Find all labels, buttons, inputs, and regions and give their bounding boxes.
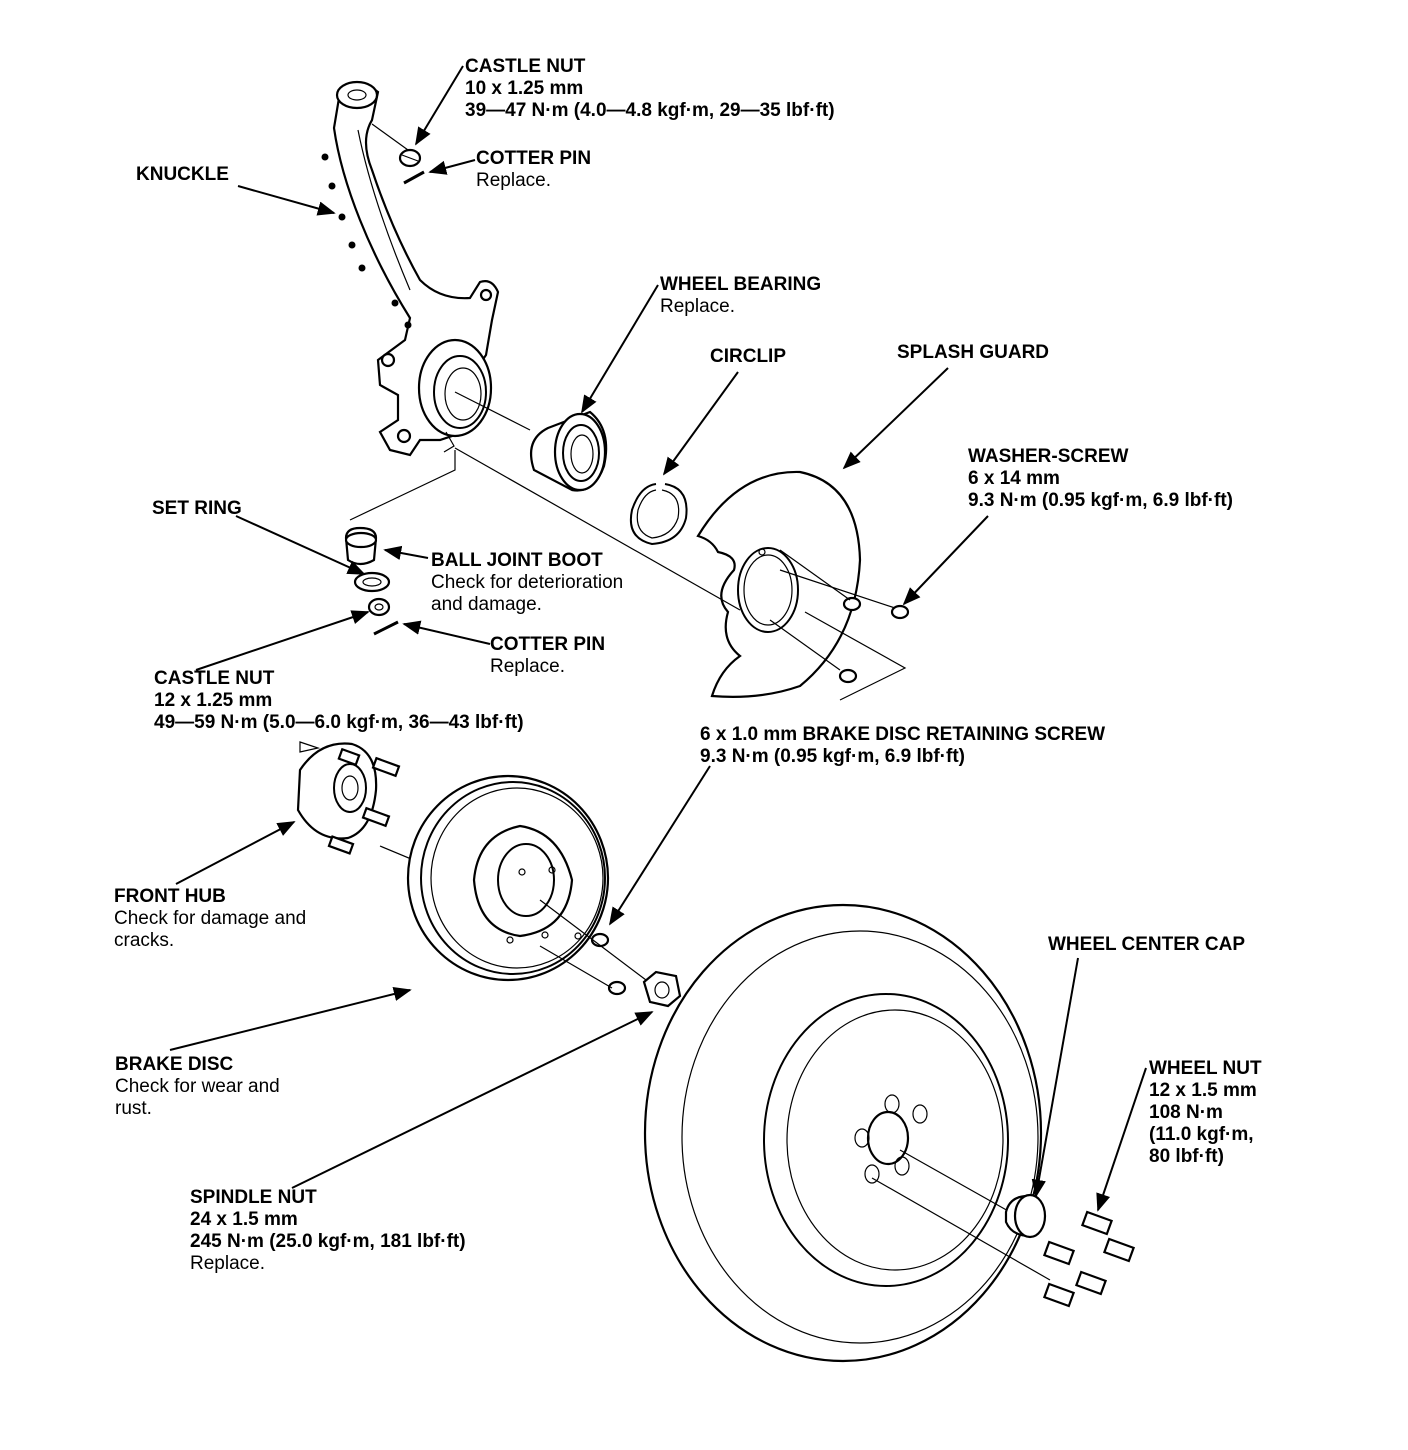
castle-nut-lower-part [367,597,391,617]
front-hub-note-1: Check for damage and [114,908,307,929]
brake-disc-screw-label: 6 x 1.0 mm BRAKE DISC RETAINING SCREW 9.… [700,724,1105,768]
castle-nut-top-title: CASTLE NUT [465,56,586,77]
wheel-bearing-note: Replace. [660,296,735,317]
washer-screw-title: WASHER-SCREW [968,446,1129,467]
washer-screw-spec: 6 x 14 mm [968,468,1060,489]
spindle-nut-part [642,970,682,1008]
castle-nut-top-spec: 10 x 1.25 mm [465,78,584,99]
cotter-pin-bottom-title: COTTER PIN [490,634,606,655]
ball-joint-boot-part [344,526,378,566]
spindle-nut-title: SPINDLE NUT [190,1187,317,1208]
wheel-nut-torque-2: (11.0 kgf·m, [1149,1124,1254,1145]
front-hub-label: FRONT HUB Check for damage and cracks. [114,886,306,952]
wheel-nuts-part [1042,1210,1136,1308]
leader-lines [169,65,1147,1212]
wheel-nut-label: WHEEL NUT 12 x 1.5 mm 108 N·m (11.0 kgf·… [1149,1058,1262,1168]
brake-disc-title: BRAKE DISC [115,1054,234,1075]
wheel-nut-spec: 12 x 1.5 mm [1149,1080,1257,1101]
brake-disc-screw-title: 6 x 1.0 mm BRAKE DISC RETAINING SCREW [700,724,1106,745]
wheel-nut-torque-3: 80 lbf·ft) [1149,1146,1224,1167]
ball-joint-boot-note-1: Check for deterioration [431,572,624,593]
set-ring-label: SET RING [152,498,242,520]
cotter-pin-lower-part [373,620,399,636]
brake-disc-part [406,774,610,982]
ball-joint-boot-note-2: and damage. [431,594,542,615]
castle-nut-bottom-title: CASTLE NUT [154,668,275,689]
wheel-bearing-title: WHEEL BEARING [660,274,822,295]
brake-disc-screw-torque: 9.3 N·m (0.95 kgf·m, 6.9 lbf·ft) [700,746,965,767]
cotter-pin-top-note: Replace. [476,170,551,191]
spindle-nut-note: Replace. [190,1253,265,1274]
circlip-part [630,483,688,546]
wheel-bearing-part [530,410,608,492]
wheel-nut-title: WHEEL NUT [1149,1058,1262,1079]
cotter-pin-bottom-note: Replace. [490,656,565,677]
cotter-pin-top-label: COTTER PIN Replace. [476,148,591,192]
knuckle-title: KNUCKLE [136,164,229,185]
cotter-pin-top-title: COTTER PIN [476,148,592,169]
castle-nut-top-part [398,148,422,168]
cotter-pin-top-part [403,170,425,185]
brake-disc-note-1: Check for wear and [115,1076,280,1097]
wheel-tire-part [643,903,1043,1363]
wheel-center-cap-label: WHEEL CENTER CAP [1048,934,1245,956]
front-hub-part [296,742,401,855]
wheel-nut-torque-1: 108 N·m [1149,1102,1223,1123]
knuckle-label: KNUCKLE [136,164,229,186]
front-hub-title: FRONT HUB [114,886,226,907]
splash-guard-title: SPLASH GUARD [897,342,1050,363]
spindle-nut-torque: 245 N·m (25.0 kgf·m, 181 lbf·ft) [190,1231,466,1252]
set-ring-part [353,571,391,593]
wheel-center-cap-part [1004,1193,1047,1239]
splash-guard-part [696,470,862,698]
castle-nut-bottom-spec: 12 x 1.25 mm [154,690,273,711]
set-ring-title: SET RING [152,498,242,519]
splash-guard-label: SPLASH GUARD [897,342,1049,364]
knuckle-part [321,80,500,457]
spindle-nut-spec: 24 x 1.5 mm [190,1209,298,1230]
washer-screw-torque: 9.3 N·m (0.95 kgf·m, 6.9 lbf·ft) [968,490,1233,511]
brake-disc-note-2: rust. [115,1098,152,1119]
washer-screw-label: WASHER-SCREW 6 x 14 mm 9.3 N·m (0.95 kgf… [968,446,1233,512]
front-hub-note-2: cracks. [114,930,175,951]
cotter-pin-bottom-label: COTTER PIN Replace. [490,634,605,678]
circlip-label: CIRCLIP [710,346,786,368]
castle-nut-top-torque: 39—47 N·m (4.0—4.8 kgf·m, 29—35 lbf·ft) [465,100,835,121]
washer-screw-part [838,596,910,684]
ball-joint-boot-title: BALL JOINT BOOT [431,550,603,571]
circlip-title: CIRCLIP [710,346,786,367]
brake-disc-label: BRAKE DISC Check for wear and rust. [115,1054,280,1120]
castle-nut-bottom-label: CASTLE NUT 12 x 1.25 mm 49—59 N·m (5.0—6… [154,668,524,734]
ball-joint-boot-label: BALL JOINT BOOT Check for deterioration … [431,550,623,616]
wheel-center-cap-title: WHEEL CENTER CAP [1048,934,1246,955]
wheel-bearing-label: WHEEL BEARING Replace. [660,274,821,318]
castle-nut-top-label: CASTLE NUT 10 x 1.25 mm 39—47 N·m (4.0—4… [465,56,835,122]
castle-nut-bottom-torque: 49—59 N·m (5.0—6.0 kgf·m, 36—43 lbf·ft) [154,712,524,733]
spindle-nut-label: SPINDLE NUT 24 x 1.5 mm 245 N·m (25.0 kg… [190,1187,466,1275]
